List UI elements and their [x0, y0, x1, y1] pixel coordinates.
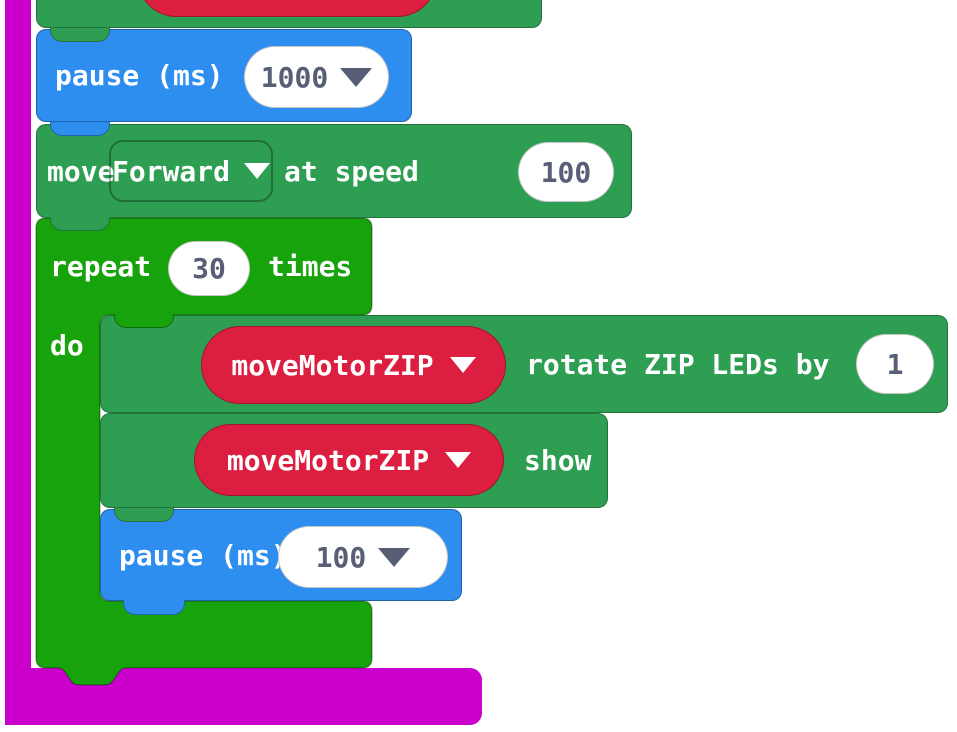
- pause-label: pause (ms): [55, 59, 224, 92]
- speed-value: 100: [540, 155, 592, 189]
- wrapper-block-left-bar[interactable]: [5, 0, 31, 725]
- dropdown-arrow-icon: [449, 357, 476, 373]
- connector-tab: [50, 28, 110, 42]
- rotate-amount-field[interactable]: 1: [856, 334, 934, 394]
- pause-duration-value: 100: [315, 540, 367, 574]
- connector-tab: [114, 508, 174, 522]
- dropdown-arrow-icon: [378, 547, 411, 567]
- move-label: move: [47, 154, 115, 188]
- dropdown-arrow-icon: [340, 67, 373, 87]
- connector-tab: [50, 217, 110, 231]
- speed-field[interactable]: 100: [518, 142, 614, 202]
- pause-label: pause (ms): [119, 538, 288, 572]
- variable-name: moveMotorZIP: [231, 348, 434, 382]
- rotate-leds-label: rotate ZIP LEDs by: [526, 347, 830, 381]
- dropdown-arrow-icon: [244, 163, 270, 179]
- dropdown-arrow-icon: [445, 452, 472, 468]
- repeat-label: repeat: [50, 250, 152, 283]
- variable-pill-dropdown[interactable]: moveMotorZIP: [194, 424, 504, 496]
- show-label: show: [524, 444, 592, 477]
- partial-top-variable-pill[interactable]: [137, 0, 437, 17]
- pause-duration-field[interactable]: 100: [278, 526, 448, 588]
- pause-block-100[interactable]: pause (ms) 100: [100, 509, 462, 601]
- variable-pill-dropdown[interactable]: moveMotorZIP: [201, 326, 506, 404]
- rotate-amount-value: 1: [886, 347, 904, 381]
- direction-value: Forward: [111, 154, 230, 188]
- rotate-leds-block[interactable]: moveMotorZIP rotate ZIP LEDs by 1: [100, 315, 948, 413]
- variable-name: moveMotorZIP: [226, 443, 430, 477]
- connector-tab: [114, 314, 174, 328]
- repeat-count-value: 30: [192, 252, 226, 285]
- pause-block-1000[interactable]: pause (ms) 1000: [36, 29, 412, 122]
- at-speed-label: at speed: [284, 154, 419, 188]
- show-leds-block[interactable]: moveMotorZIP show: [100, 413, 608, 508]
- move-block[interactable]: move Forward at speed 100: [36, 124, 632, 218]
- times-label: times: [268, 250, 353, 283]
- pause-duration-field[interactable]: 1000: [244, 46, 389, 108]
- connector-tab: [123, 600, 185, 615]
- connector-tab: [50, 122, 110, 136]
- direction-dropdown[interactable]: Forward: [109, 140, 273, 202]
- do-label: do: [50, 328, 84, 362]
- pause-duration-value: 1000: [260, 60, 329, 94]
- repeat-count-field[interactable]: 30: [168, 241, 250, 296]
